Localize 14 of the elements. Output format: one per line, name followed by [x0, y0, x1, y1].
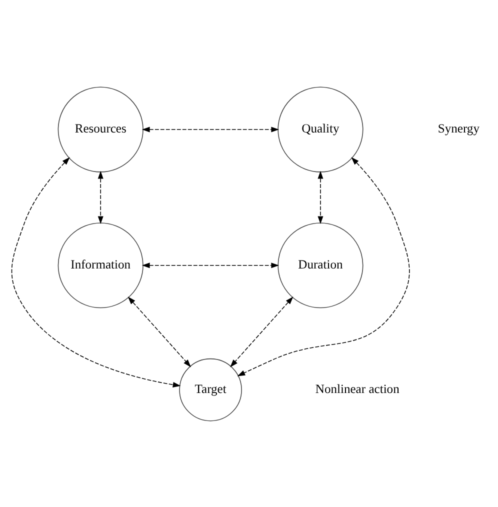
arrow	[142, 262, 280, 268]
node-circle: Quality	[278, 86, 364, 172]
label: Synergy	[438, 121, 480, 136]
arrow	[11, 156, 181, 387]
label: Nonlinear action	[315, 381, 400, 396]
arrow	[318, 170, 324, 224]
arrow	[237, 156, 410, 376]
arrow	[128, 296, 191, 367]
arrow	[98, 170, 104, 224]
node-circle: Duration	[278, 222, 364, 308]
arrow	[142, 126, 280, 132]
node-circle: Information	[58, 222, 144, 308]
node-circle: Resources	[58, 86, 144, 172]
arrow	[230, 296, 294, 367]
